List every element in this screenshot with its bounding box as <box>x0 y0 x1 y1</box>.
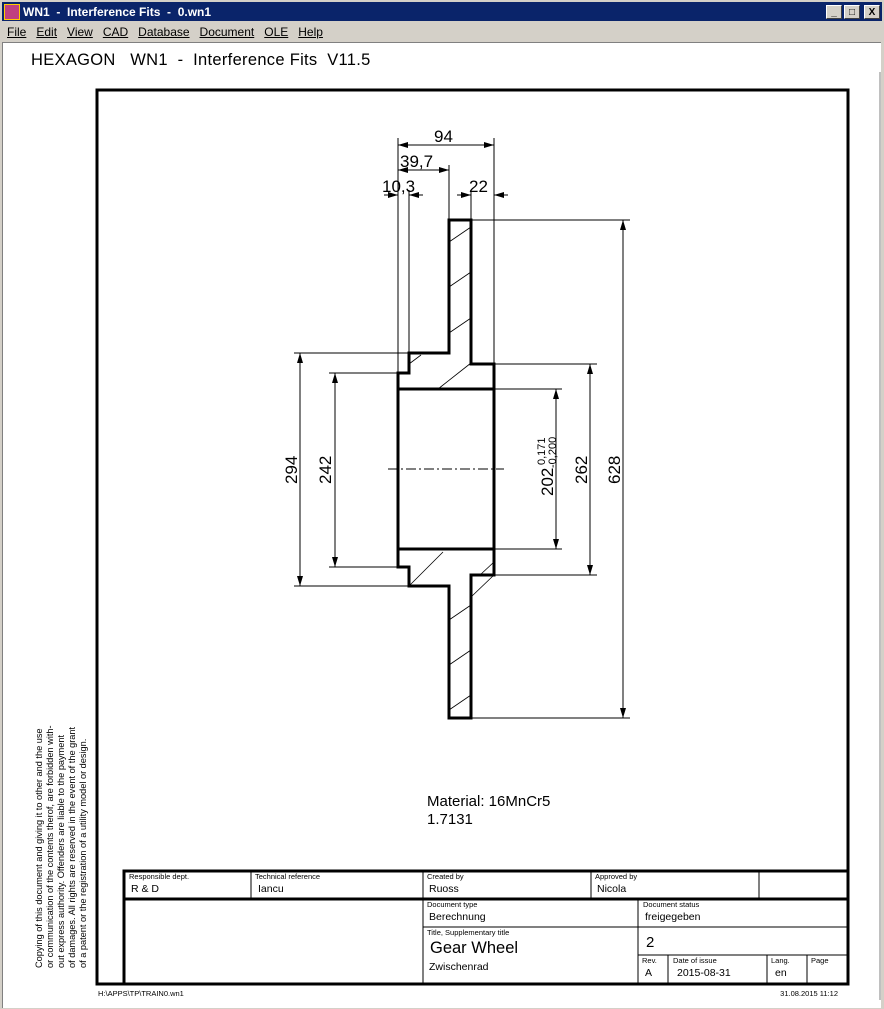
drawing-number: 2 <box>646 934 654 951</box>
window-title: WN1 - Interference Fits - 0.wn1 <box>23 4 212 19</box>
app-icon <box>4 3 20 20</box>
svg-text:or communication of the conten: or communication of the contents therof,… <box>45 725 55 968</box>
responsible-dept-label: Responsible dept. <box>129 872 189 881</box>
dim-39-7: 39,7 <box>400 152 433 171</box>
menu-view[interactable]: View <box>67 24 93 39</box>
supplementary-title: Zwischenrad <box>429 961 489 973</box>
svg-text:of a patent or the registratio: of a patent or the registration of a uti… <box>78 739 88 968</box>
title-label: Title, Supplementary title <box>427 928 509 937</box>
date-label: Date of issue <box>673 956 717 965</box>
dim-628: 628 <box>605 456 624 484</box>
rev: A <box>645 967 652 979</box>
menu-database[interactable]: Database <box>138 24 190 39</box>
tolerance-upper: 0,171 <box>536 437 548 465</box>
approved-by-label: Approved by <box>595 872 637 881</box>
app-heading: HEXAGON WN1 - Interference Fits V11.5 <box>31 51 371 69</box>
svg-text:of damages. All rights are res: of damages. All rights are reserved in t… <box>67 726 77 968</box>
dimension-lines <box>297 142 626 718</box>
created-by-label: Created by <box>427 872 464 881</box>
svg-text:out express authority. Offende: out express authority. Offenders are lia… <box>56 735 66 968</box>
material-number: 1.7131 <box>427 811 473 828</box>
window-titlebar: WN1 - Interference Fits - 0.wn1 _ □ X <box>2 2 882 21</box>
part-section <box>388 218 504 720</box>
document-type: Berechnung <box>429 911 486 923</box>
svg-text:Copying of this document and g: Copying of this document and giving it t… <box>34 728 44 968</box>
lang: en <box>775 967 787 979</box>
tolerance-lower: -0,200 <box>547 437 559 468</box>
document-status-label: Document status <box>643 900 700 909</box>
material-name: Material: 16MnCr5 <box>427 793 550 810</box>
dim-242: 242 <box>316 456 335 484</box>
technical-reference-label: Technical reference <box>255 872 320 881</box>
dim-94: 94 <box>434 127 453 146</box>
file-path: H:\APPS\TP\TRAIN0.wn1 <box>98 989 184 998</box>
maximize-button[interactable]: □ <box>844 4 860 19</box>
dim-22: 22 <box>469 177 488 196</box>
menu-document[interactable]: Document <box>199 24 255 39</box>
dim-262: 262 <box>572 456 591 484</box>
document-status: freigegeben <box>645 911 701 923</box>
page-label: Page <box>811 956 829 965</box>
menu-cad[interactable]: CAD <box>102 24 129 39</box>
drawing-title: Gear Wheel <box>430 939 518 957</box>
menu-help[interactable]: Help <box>298 24 323 39</box>
responsible-dept: R & D <box>131 883 159 895</box>
menu-edit[interactable]: Edit <box>36 24 58 39</box>
rev-label: Rev. <box>642 956 657 965</box>
copyright-notice: Copying of this document and giving it t… <box>34 725 88 968</box>
dim-202: 202 <box>538 468 557 496</box>
menu-bar: File Edit View CAD Database Document OLE… <box>2 22 328 41</box>
dim-294: 294 <box>282 456 301 484</box>
title-block: Responsible dept. R & D Technical refere… <box>122 869 850 986</box>
extension-lines <box>294 138 630 719</box>
menu-ole[interactable]: OLE <box>264 24 289 39</box>
dim-10-3: 10,3 <box>382 177 415 196</box>
close-button[interactable]: X <box>864 4 880 19</box>
technical-reference: Iancu <box>258 883 284 895</box>
document-area: HEXAGON WN1 - Interference Fits V11.5 <box>2 42 881 1008</box>
date-of-issue: 2015-08-31 <box>677 967 731 979</box>
minimize-button[interactable]: _ <box>826 4 842 19</box>
menu-file[interactable]: File <box>7 24 27 39</box>
document-type-label: Document type <box>427 900 477 909</box>
approved-by: Nicola <box>597 883 626 895</box>
created-by: Ruoss <box>429 883 459 895</box>
print-timestamp: 31.08.2015 11:12 <box>780 989 838 998</box>
lang-label: Lang. <box>771 956 790 965</box>
